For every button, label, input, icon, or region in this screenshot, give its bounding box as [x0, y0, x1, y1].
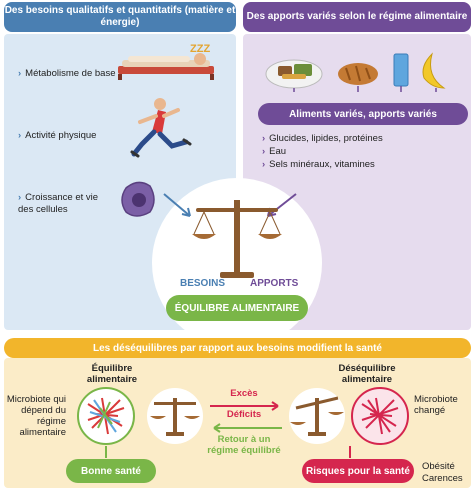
need-item-metabolism: ›Métabolisme de base: [18, 68, 115, 79]
need-item-label: Croissance et vie des cellules: [18, 192, 99, 215]
balanced-scale-icon: [147, 388, 203, 444]
supply-header: Des apports variés selon le régime alime…: [243, 2, 471, 32]
banana-icon: [422, 52, 446, 89]
bonne-sante-pill: Bonne santé: [66, 459, 156, 483]
chevron-right-icon: ›: [18, 130, 22, 141]
left-title: Équilibre alimentaire: [86, 363, 138, 385]
microbiote-right-text: Microbiote changé: [414, 394, 458, 416]
chevron-right-icon: ›: [262, 159, 266, 170]
obesite-label: Obésité: [422, 461, 455, 472]
supply-item-label: Eau: [269, 146, 287, 157]
microbiote-icon: [77, 387, 135, 445]
cell-icon: [121, 181, 155, 217]
needs-header: Des besoins qualitatifs et quantitatifs …: [4, 2, 236, 32]
apports-label: APPORTS: [250, 278, 299, 289]
exchange-arrows: [210, 401, 282, 433]
supply-item-macronutrients: ›Glucides, lipides, protéines: [262, 133, 383, 144]
water-glass-icon: [393, 53, 409, 87]
equilibre-label: ÉQUILIBRE ALIMENTAIRE: [174, 302, 300, 314]
sleep-symbol: ZZZ: [190, 43, 210, 55]
microbiote-changed-icon: [351, 387, 409, 445]
chevron-right-icon: ›: [262, 146, 266, 157]
supply-header-text: Des apports variés selon le régime alime…: [246, 11, 468, 22]
right-title: Déséquilibre alimentaire: [338, 363, 396, 385]
need-item-label: Activité physique: [25, 130, 97, 141]
chevron-right-icon: ›: [262, 133, 266, 144]
retour-label: Retour à un régime équilibré: [207, 434, 281, 456]
equilibre-alimentaire-pill: ÉQUILIBRE ALIMENTAIRE: [166, 295, 308, 321]
supply-item-minerals: ›Sels minéraux, vitamines: [262, 159, 375, 170]
deficits-label: Déficits: [226, 409, 262, 420]
pill-connectors: [105, 446, 351, 458]
supply-item-label: Glucides, lipides, protéines: [269, 133, 383, 144]
chevron-right-icon: ›: [18, 68, 22, 79]
scale-icon: [192, 200, 282, 278]
supply-item-label: Sels minéraux, vitamines: [269, 159, 375, 170]
risques-pill: Risques pour la santé: [302, 459, 414, 483]
imbalance-header-text: Les déséquilibres par rapport aux besoin…: [93, 342, 382, 354]
exces-label: Excès: [230, 388, 258, 399]
need-item-activity: ›Activité physique: [18, 130, 96, 141]
unbalanced-scale-icon: [289, 388, 345, 444]
need-item-growth: ›Croissance et vie des cellules: [18, 192, 108, 216]
besoins-label: BESOINS: [180, 278, 226, 289]
needs-header-text: Des besoins qualitatifs et quantitatifs …: [4, 5, 236, 28]
need-item-label: Métabolisme de base: [25, 68, 116, 79]
varied-food-bar: Aliments variés, apports variés: [258, 103, 468, 125]
runner-icon: [130, 98, 192, 158]
bonne-sante-label: Bonne santé: [80, 465, 141, 477]
risques-label: Risques pour la santé: [306, 465, 410, 477]
chevron-right-icon: ›: [18, 192, 22, 203]
microbiote-left-text: Microbiote qui dépend du régime alimenta…: [6, 394, 66, 438]
food-icons: [265, 52, 446, 92]
food-plate-icon: [265, 59, 323, 89]
varied-food-label: Aliments variés, apports variés: [289, 108, 437, 120]
imbalance-header: Les déséquilibres par rapport aux besoin…: [4, 338, 471, 358]
sleeping-person-icon: ZZZ: [118, 43, 214, 80]
bread-icon: [338, 63, 378, 85]
supply-item-water: ›Eau: [262, 146, 286, 157]
carences-label: Carences: [422, 473, 463, 484]
